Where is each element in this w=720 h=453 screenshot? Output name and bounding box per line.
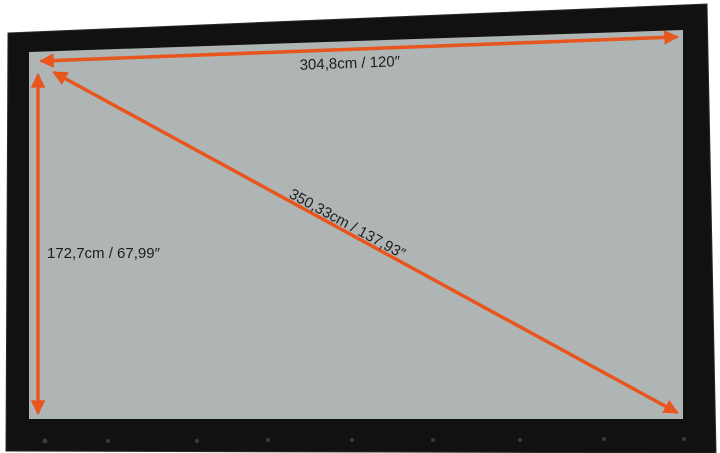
width-arrow (39, 30, 679, 68)
height-label: 172,7cm / 67,99″ (47, 245, 161, 262)
frame-fasteners (42, 437, 686, 444)
width-label: 304,8cm / 120″ (299, 53, 401, 74)
diagonal-arrow (52, 71, 679, 414)
